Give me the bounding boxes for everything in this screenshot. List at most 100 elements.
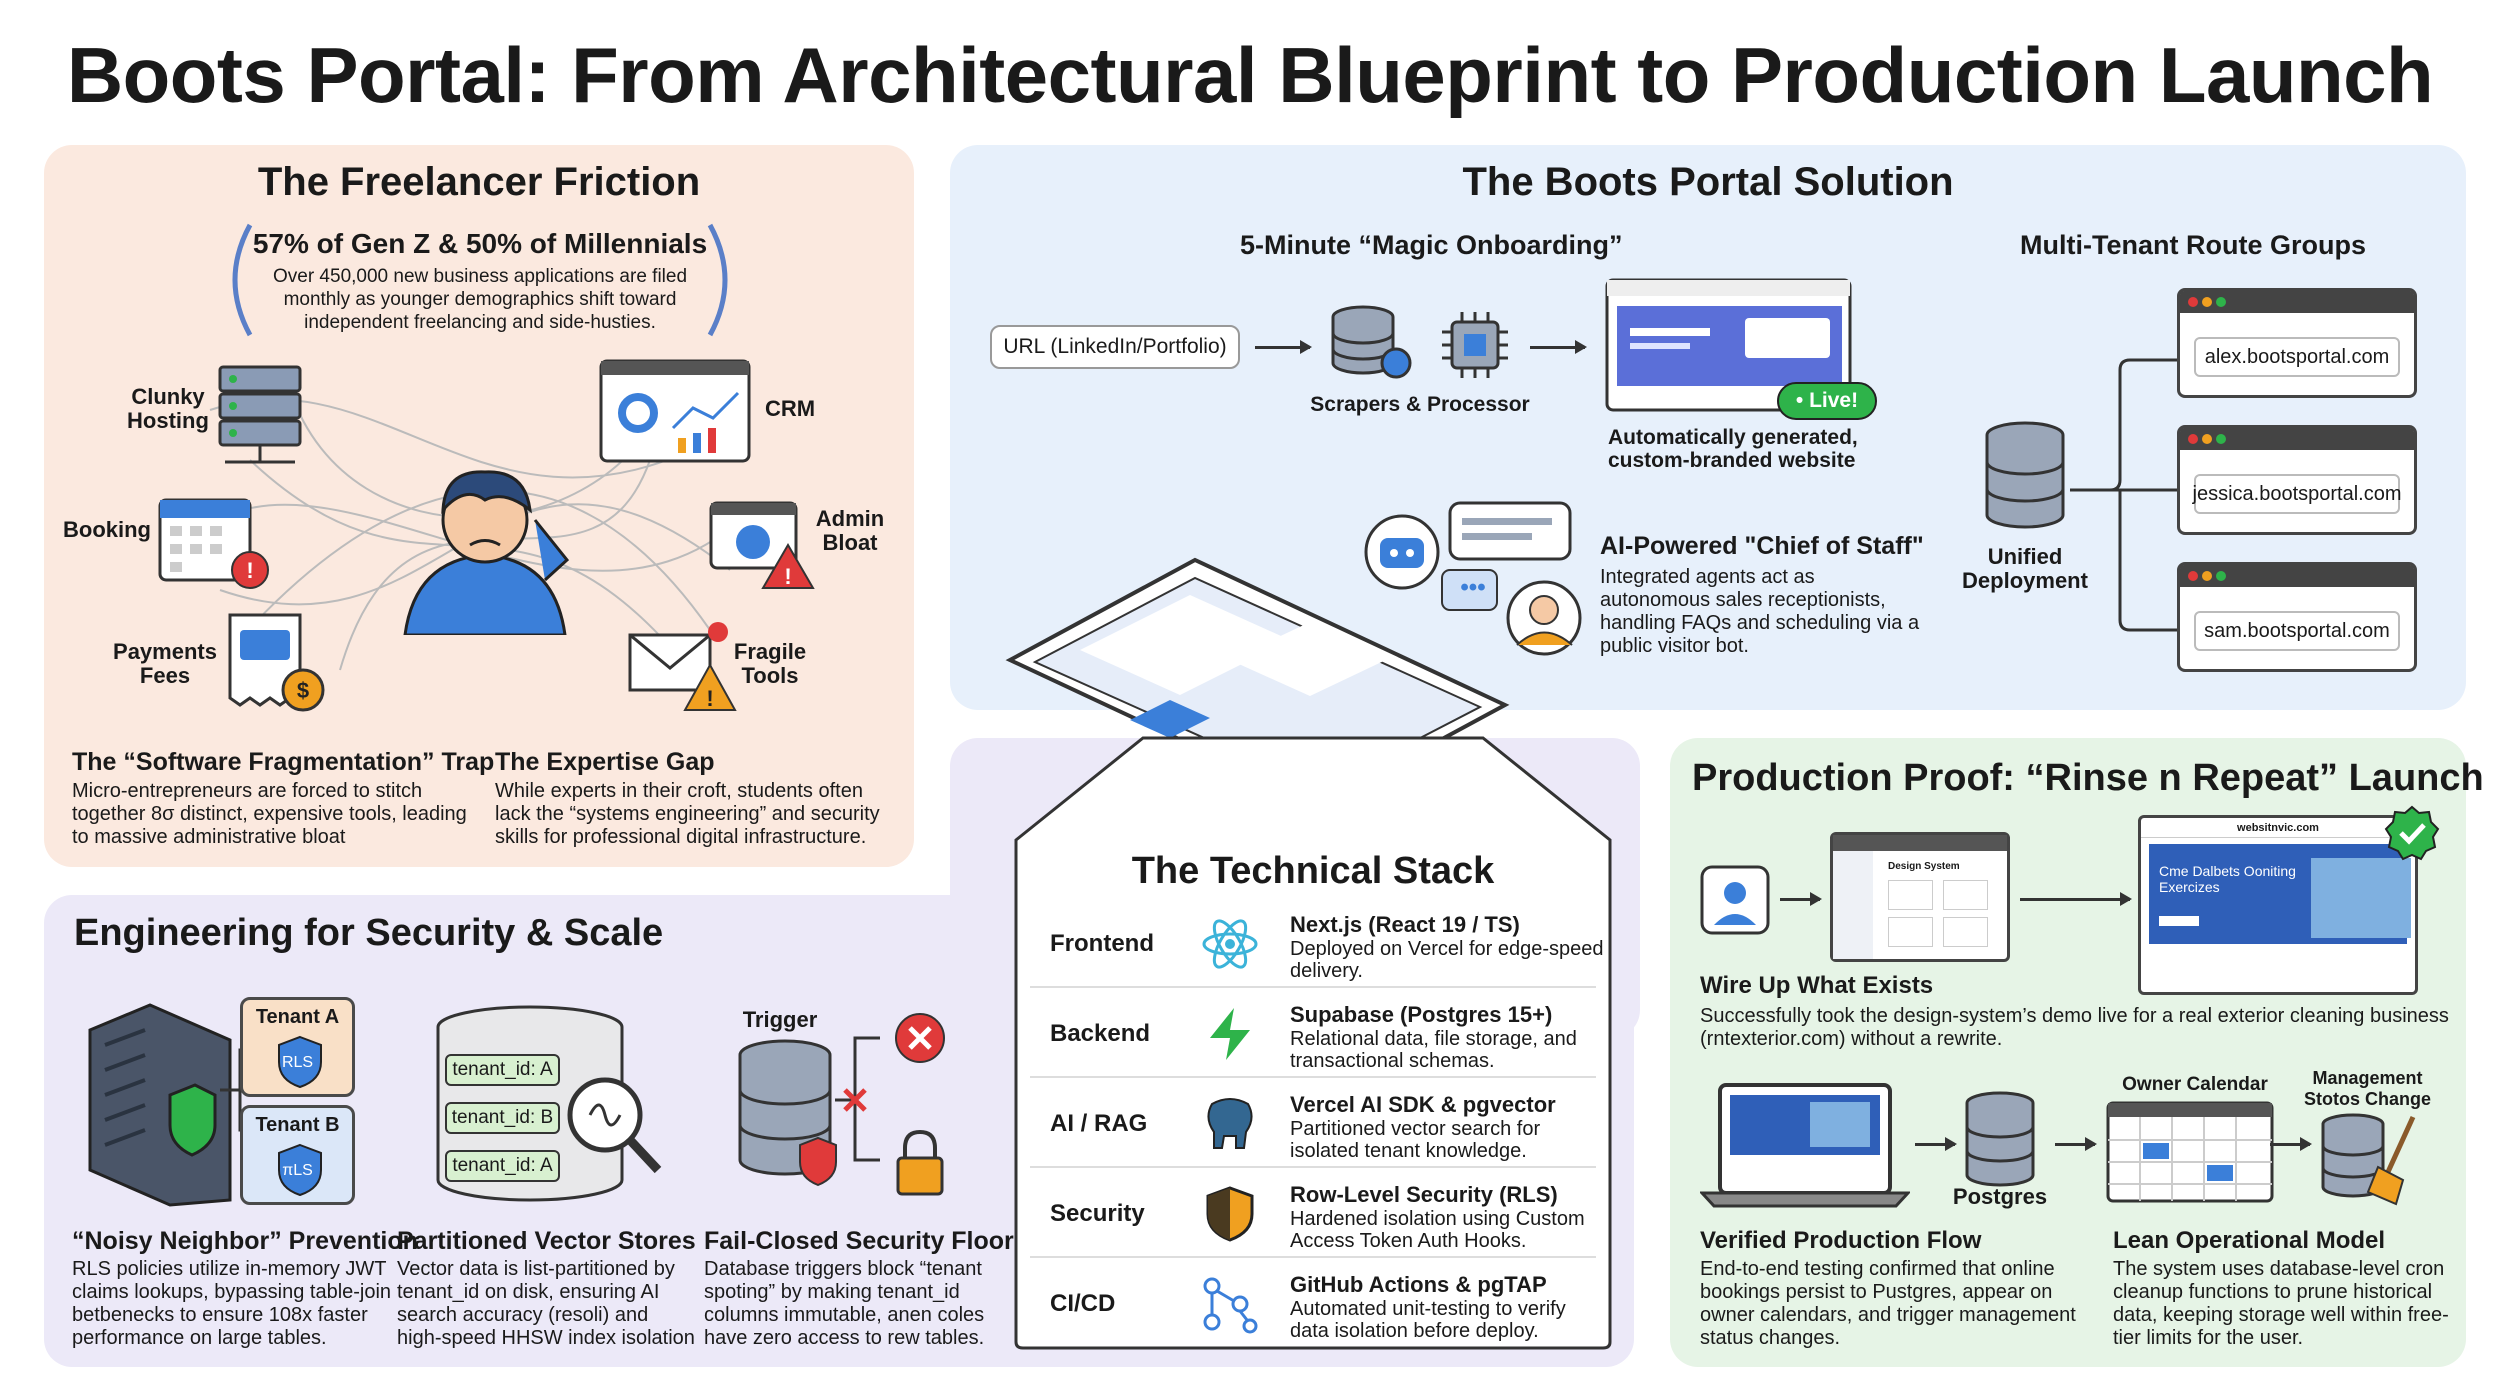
hosting-label: Clunky Hosting (127, 384, 209, 433)
rls-shield-icon (278, 1035, 322, 1089)
svg-text:!: ! (706, 686, 713, 711)
url-input[interactable]: URL (LinkedIn/Portfolio) (990, 325, 1240, 369)
tenant-a-label: Tenant A (255, 1006, 340, 1028)
rls-text: πLS (282, 1162, 313, 1179)
admin-bloat-icon: ! (709, 501, 815, 589)
sidebar (1833, 851, 1873, 959)
stack-name: GitHub Actions & pgTAP (1290, 1272, 1547, 1297)
fragile-label: Fragile Tools (733, 639, 807, 688)
tech-stack-card-shape (1014, 736, 1612, 1350)
stack-row-frontend: Frontend Next.js (React 19 / TS) Deploye… (1030, 900, 1604, 988)
stack-description: Deployed on Vercel for edge-speed delive… (1290, 938, 1604, 982)
ai-title: AI-Powered "Chief of Staff" (1600, 532, 1924, 560)
domain-url[interactable]: jessica.bootsportal.com (2193, 474, 2402, 514)
live-badge: • Live! (1777, 382, 1877, 420)
vector-title: Partitioned Vector Stores (397, 1227, 696, 1255)
stack-description: Automated unit-testing to verify data is… (1290, 1298, 1566, 1342)
design-system-preview: Design System (1830, 832, 2010, 962)
stack-category: AI / RAG (1050, 1110, 1148, 1137)
stack-category: Backend (1050, 1020, 1151, 1047)
onboarding-title: 5-Minute “Magic Onboarding” (1240, 230, 1623, 260)
fragile-envelope-icon: ! (628, 622, 737, 711)
lean-title: Lean Operational Model (2113, 1227, 2386, 1254)
site-header: websitnvic.com (2141, 818, 2415, 838)
stack-description: Hardened isolation using Custom Access T… (1290, 1208, 1585, 1252)
check-badge-icon (2384, 805, 2440, 861)
postgres-label: Postgres (1952, 1184, 2048, 1209)
rls-text: RLS (281, 1054, 314, 1071)
stack-category: CI/CD (1050, 1290, 1116, 1317)
tenant-b-label: Tenant B (255, 1114, 340, 1136)
stack-name: Supabase (Postgres 15+) (1290, 1002, 1553, 1027)
domain-url[interactable]: sam.bootsportal.com (2194, 611, 2400, 651)
production-title: Production Proof: “Rinse n Repeat” Launc… (1692, 757, 2484, 799)
stack-row-backend: Backend Supabase (Postgres 15+) Relation… (1030, 990, 1596, 1078)
scrapers-label: Scrapers & Processor (1310, 393, 1530, 416)
tenant-site-alex: alex.bootsportal.com (2177, 288, 2417, 398)
ai-chat-icons (1364, 501, 1582, 656)
pipeline-icon (1203, 1277, 1258, 1334)
route-groups-title: Multi-Tenant Route Groups (2020, 230, 2366, 260)
engineering-title: Engineering for Security & Scale (74, 912, 664, 954)
management-label: Management Stotos Change (2303, 1068, 2431, 1109)
wire-title: Wire Up What Exists (1700, 972, 1934, 999)
verified-title: Verified Production Flow (1700, 1227, 1982, 1254)
tech-stack-table: Frontend Next.js (React 19 / TS) Deploye… (1030, 900, 1604, 1348)
gap-title: The Expertise Gap (495, 748, 715, 776)
trigger-label: Trigger (742, 1007, 818, 1032)
tech-stack-title: The Technical Stack (1131, 850, 1495, 892)
tenant-a-box: Tenant A RLS (240, 997, 355, 1097)
crm-dashboard-icon (599, 359, 751, 463)
trap-title: The “Software Fragmentation” Trap (72, 748, 495, 776)
fail-title: Fail-Closed Security Floor (704, 1227, 1014, 1255)
owner-calendar-icon (2106, 1101, 2274, 1203)
card (1888, 880, 1933, 910)
stack-row-cicd: CI/CD GitHub Actions & pgTAP Automated u… (1030, 1260, 1596, 1348)
postgres-elephant-icon (1207, 1098, 1253, 1149)
friction-title: The Freelancer Friction (257, 160, 701, 204)
react-icon (1202, 919, 1258, 969)
tenant-id-tag: tenant_id: B (445, 1102, 560, 1134)
server-shield-icon (88, 1003, 232, 1207)
lean-description: The system uses database-level cron clea… (2113, 1258, 2449, 1349)
booking-label: Booking (63, 517, 151, 542)
arrow (2055, 1137, 2097, 1151)
live-site-preview: websitnvic.com Cme Dalbets Ooniting Exer… (2138, 815, 2418, 995)
trap-description: Micro-entrepreneurs are forced to stitch… (72, 780, 467, 848)
noisy-description: RLS policies utilize in-memory JWT claim… (72, 1258, 392, 1349)
processor-chip-icon (1442, 312, 1508, 378)
ai-description: Integrated agents act as autonomous sale… (1600, 566, 1920, 657)
noisy-title: “Noisy Neighbor” Prevention (72, 1227, 418, 1255)
chat-dots: ••• (1460, 574, 1486, 601)
stack-name: Next.js (React 19 / TS) (1290, 912, 1520, 937)
svg-text:!: ! (246, 558, 253, 583)
user-avatar-icon (1700, 865, 1770, 935)
domain-url[interactable]: alex.bootsportal.com (2194, 337, 2400, 377)
crm-label: CRM (764, 396, 816, 421)
trigger-database-icon (738, 1013, 945, 1196)
tenant-id-tag: tenant_id: A (445, 1054, 560, 1086)
calendar-warning-icon: ! (158, 498, 269, 589)
stack-description: Partitioned vector search for isolated t… (1290, 1118, 1541, 1162)
tenant-b-box: Tenant B πLS (240, 1105, 355, 1205)
hero-button (2159, 916, 2199, 926)
site-hero-text: Cme Dalbets Ooniting Exercizes (2159, 863, 2296, 895)
tenant-site-sam: sam.bootsportal.com (2177, 562, 2417, 672)
stack-category: Security (1050, 1200, 1145, 1227)
solution-title: The Boots Portal Solution (1462, 160, 1954, 204)
stressed-person-icon (403, 470, 570, 635)
card (1943, 917, 1988, 947)
generated-website-icon (1605, 278, 1852, 412)
stat-brackets (232, 223, 728, 337)
stat-headline: 57% of Gen Z & 50% of Millennials (252, 228, 708, 259)
arrow (2020, 892, 2132, 906)
arrow (2270, 1137, 2312, 1151)
window-bar (1833, 835, 2007, 851)
design-system-label: Design System (1888, 861, 1960, 872)
stack-row-ai: AI / RAG Vercel AI SDK & pgvector Partit… (1030, 1080, 1596, 1168)
shield-icon (1206, 1186, 1254, 1242)
svg-text:!: ! (784, 564, 791, 589)
page-title: Boots Portal: From Architectural Bluepri… (66, 31, 2434, 119)
stack-name: Row-Level Security (RLS) (1290, 1182, 1558, 1207)
card (1943, 880, 1988, 910)
